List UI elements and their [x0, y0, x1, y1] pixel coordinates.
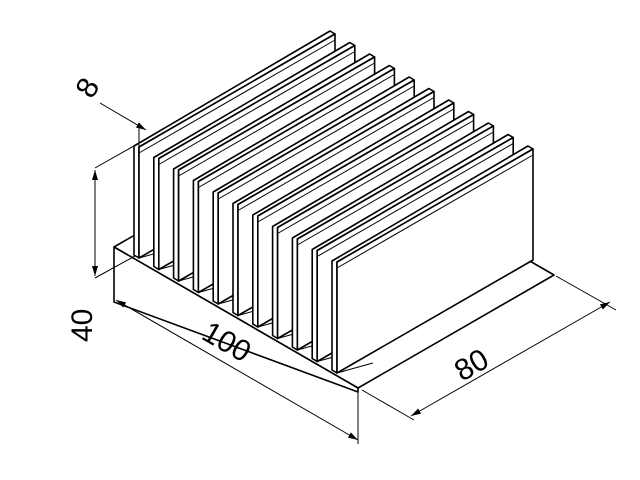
fin-lip-line: [316, 143, 514, 257]
fin-lip-line: [217, 85, 415, 200]
extension-line: [361, 389, 415, 421]
extension-line: [555, 275, 617, 311]
fin-lip-line: [158, 51, 356, 165]
fin-lip-line: [198, 74, 395, 188]
fin-lip-line: [237, 97, 435, 211]
fin-lip-line: [297, 131, 494, 246]
dimension-label-fin-thickness: 8: [69, 73, 106, 104]
heatsink-body: [113, 30, 555, 393]
fin-lip-line: [336, 154, 534, 269]
fin: [336, 148, 534, 374]
dimension-line: [115, 299, 359, 441]
extension-line: [94, 255, 136, 279]
dimension-line: [410, 301, 611, 417]
fin-lip-line: [138, 39, 336, 154]
fin-lip-line: [178, 62, 375, 177]
dimension-fin-thickness: 8: [69, 73, 147, 150]
dimension-line: [99, 102, 147, 131]
fin-lip-line: [257, 108, 455, 223]
dimension-label-height: 40: [66, 309, 99, 342]
dimension-label-depth: 80: [449, 343, 494, 388]
fin-lip-line: [277, 120, 474, 234]
